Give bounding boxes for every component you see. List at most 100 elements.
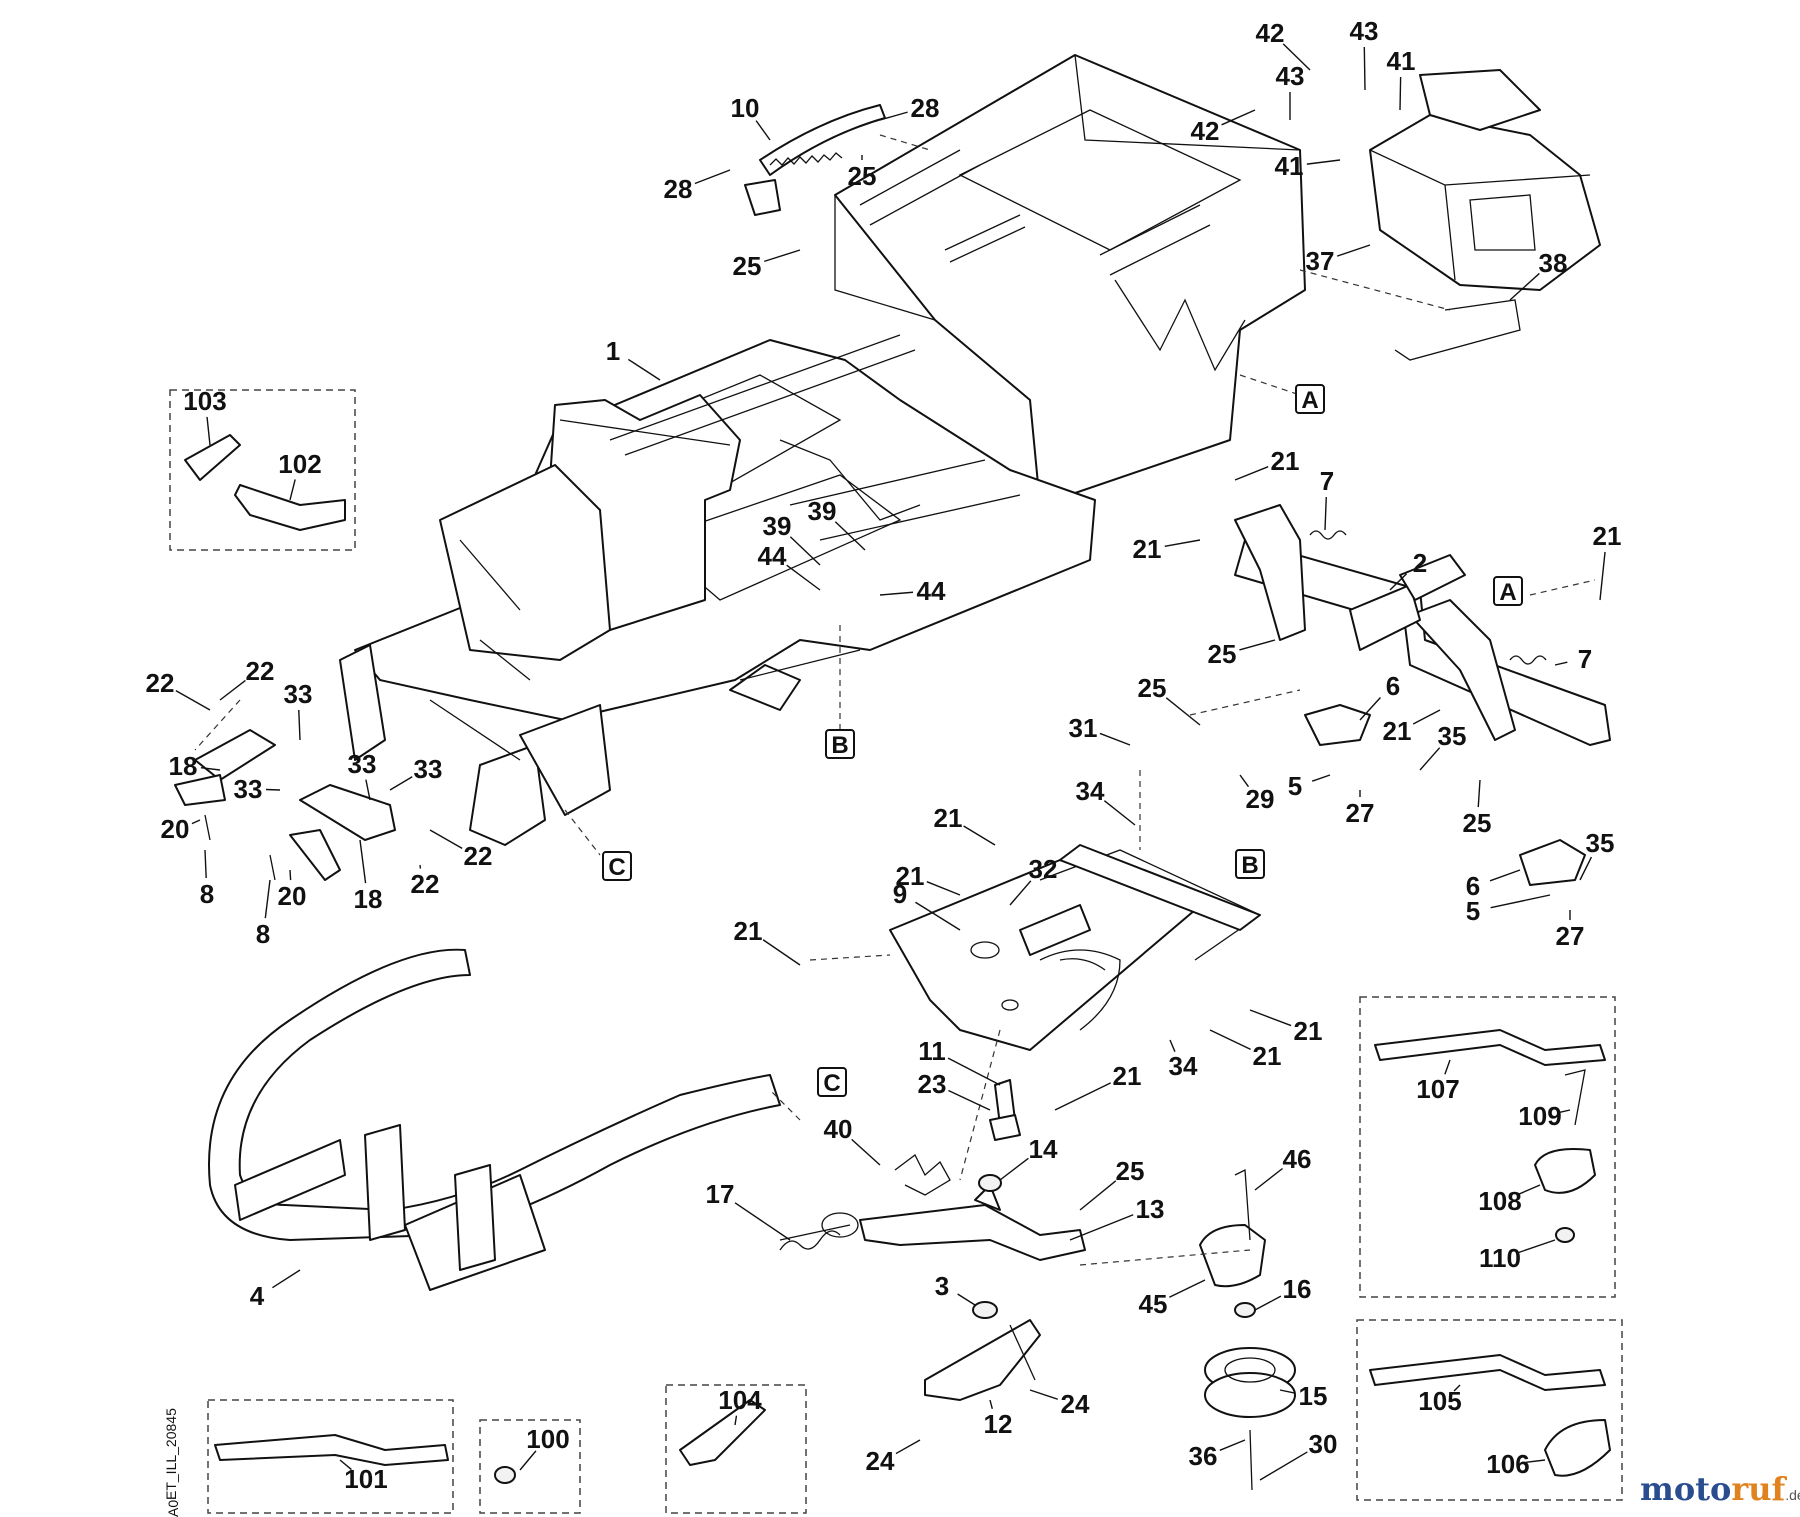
leader-line-35: [1579, 856, 1593, 881]
callout-44: 44: [917, 576, 946, 606]
leader-line-21: [1249, 1009, 1292, 1027]
callout-4: 4: [250, 1281, 265, 1311]
callout-34: 34: [1076, 776, 1105, 806]
leader-line-108: [1516, 1184, 1541, 1196]
callout-31: 31: [1069, 713, 1098, 743]
pedal-linkage: [779, 1079, 1086, 1401]
leader-line-43: [1363, 46, 1366, 91]
callout-25: 25: [848, 161, 877, 191]
callout-21: 21: [896, 861, 925, 891]
leader-line-40: [851, 1138, 881, 1166]
leader-line-39: [834, 521, 866, 551]
leader-line-21: [1599, 551, 1606, 601]
kit-box-104: [665, 1384, 807, 1514]
leader-line-32: [1009, 880, 1032, 906]
callout-40: 40: [824, 1114, 853, 1144]
leader-line-6: [1489, 869, 1521, 882]
callout-22: 22: [411, 869, 440, 899]
callout-43: 43: [1276, 61, 1305, 91]
segment-plate: [744, 104, 886, 216]
callout-21: 21: [1294, 1016, 1323, 1046]
callout-110: 110: [1479, 1243, 1521, 1273]
battery-tray: [1369, 69, 1601, 361]
leader-line-46: [1254, 1167, 1283, 1191]
kit-box-107-110: [1359, 996, 1616, 1298]
leader-line-25: [1079, 1180, 1117, 1211]
leader-line-6: [1359, 697, 1381, 721]
callout-22: 22: [246, 656, 275, 686]
leader-line-20: [289, 869, 292, 881]
ref-box-c: [602, 851, 632, 881]
callout-27: 27: [1556, 921, 1585, 951]
callout-25: 25: [1208, 639, 1237, 669]
callout-44: 44: [758, 541, 787, 571]
callout-5: 5: [1466, 896, 1480, 926]
callout-24: 24: [1061, 1389, 1090, 1419]
leader-line-41: [1399, 76, 1402, 111]
ref-box-b: [1235, 849, 1265, 879]
callout-21: 21: [1253, 1041, 1282, 1071]
leader-line-20: [191, 819, 201, 825]
callout-42: 42: [1256, 18, 1285, 48]
leader-line-22: [219, 679, 246, 701]
callout-43: 43: [1350, 16, 1379, 46]
motoruf-logo: motoruf.de: [1640, 1470, 1800, 1508]
leader-line-7: [1324, 496, 1327, 531]
callout-41: 41: [1275, 151, 1304, 181]
leader-line-18: [359, 839, 367, 884]
leader-line-2: [1389, 573, 1408, 591]
callout-23: 23: [918, 1069, 947, 1099]
leader-line-35: [1419, 747, 1441, 771]
callout-100: 100: [526, 1424, 569, 1454]
callout-25: 25: [1463, 808, 1492, 838]
leader-line-41: [1306, 159, 1341, 165]
leader-line-37: [1336, 244, 1371, 257]
callout-103: 103: [183, 386, 226, 416]
callout-29: 29: [1246, 784, 1275, 814]
callout-30: 30: [1309, 1429, 1338, 1459]
front-axle: [1234, 504, 1611, 886]
leader-line-25: [1165, 697, 1201, 726]
callout-14: 14: [1029, 1134, 1058, 1164]
callout-33: 33: [414, 754, 443, 784]
callout-21: 21: [934, 803, 963, 833]
kit-box-102-103: [169, 389, 356, 551]
leader-line-23: [948, 1089, 991, 1111]
leader-line-13: [1069, 1214, 1134, 1241]
leader-line-8: [204, 849, 207, 879]
leader-line-15: [1279, 1389, 1296, 1394]
callout-16: 16: [1283, 1274, 1312, 1304]
callout-27: 27: [1346, 798, 1375, 828]
callout-5: 5: [1288, 771, 1302, 801]
callout-104: 104: [718, 1385, 762, 1415]
callout-107: 107: [1416, 1074, 1459, 1104]
callout-labels: 1234556677889101112131415161718182020212…: [146, 16, 1622, 1494]
callout-38: 38: [1539, 248, 1568, 278]
leader-line-38: [1509, 272, 1540, 301]
ref-box-b: [825, 729, 855, 759]
callout-21: 21: [1271, 446, 1300, 476]
callout-36: 36: [1189, 1441, 1218, 1471]
callout-8: 8: [256, 919, 270, 949]
leader-line-107: [1444, 1059, 1451, 1075]
callout-1: 1: [606, 336, 620, 366]
callout-39: 39: [808, 496, 837, 526]
callout-39: 39: [763, 511, 792, 541]
callout-9: 9: [893, 879, 907, 909]
leader-line-110: [1516, 1239, 1556, 1254]
leader-line-100: [519, 1450, 537, 1471]
callout-108: 108: [1478, 1186, 1521, 1216]
leader-line-33: [389, 776, 413, 791]
callout-15: 15: [1299, 1381, 1328, 1411]
callout-28: 28: [911, 93, 940, 123]
leader-line-33: [365, 779, 371, 801]
leader-line-24: [895, 1439, 921, 1455]
leader-line-105: [1453, 1384, 1461, 1392]
callout-35: 35: [1438, 721, 1467, 751]
leader-line-17: [734, 1202, 791, 1241]
leader-line-42: [1221, 109, 1256, 126]
callout-20: 20: [278, 881, 307, 911]
callout-2: 2: [1413, 548, 1427, 578]
leader-line-104: [734, 1415, 738, 1426]
